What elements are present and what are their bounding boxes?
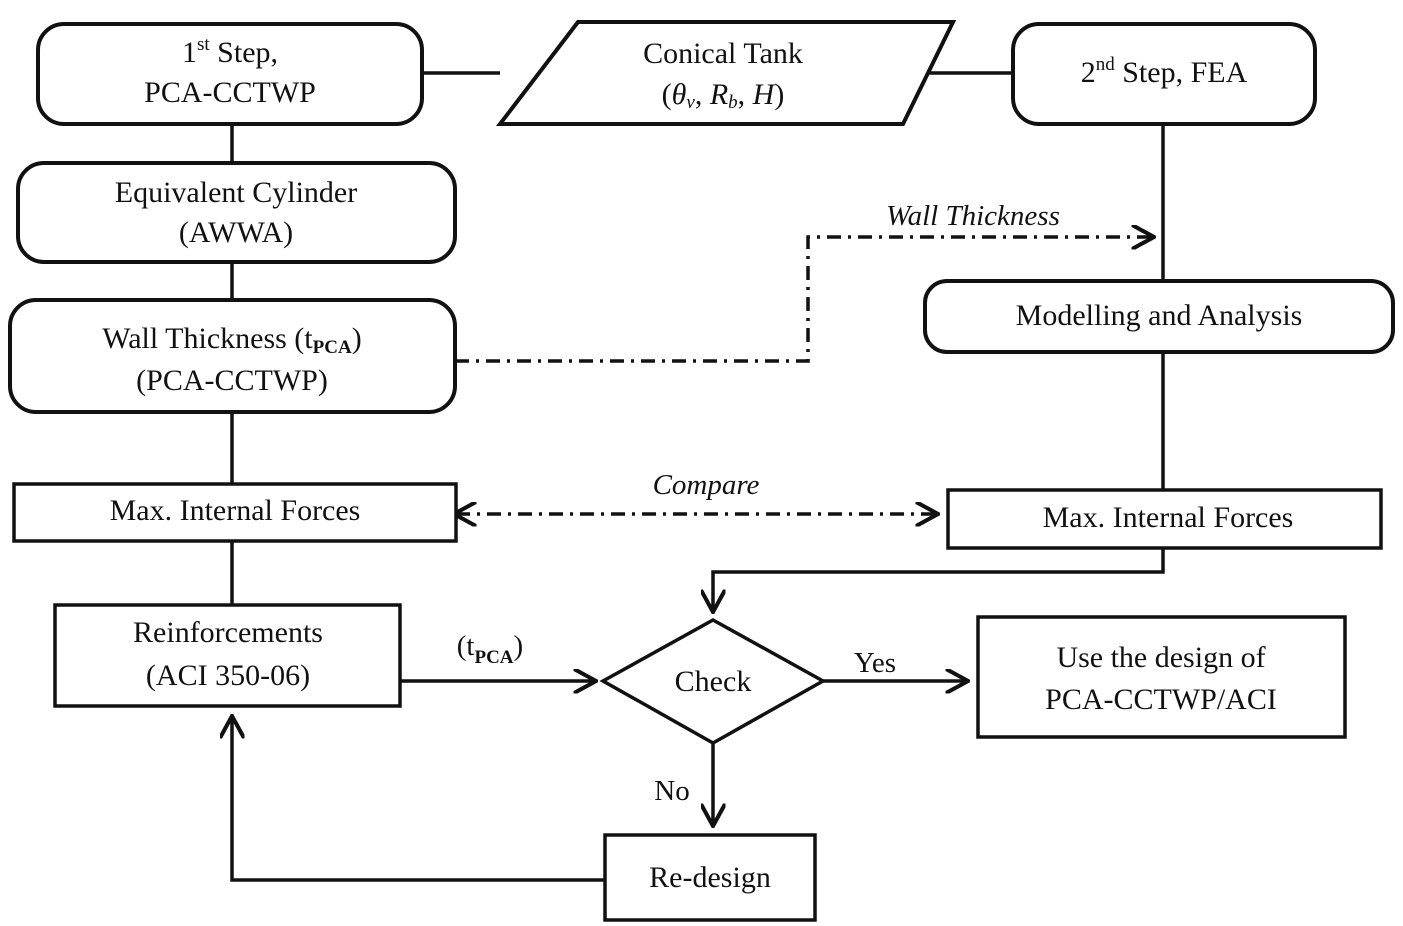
edge-label-compare: Compare (653, 469, 760, 501)
node-redesign-label: Re-design (649, 861, 771, 894)
node-step2-shape (1011, 22, 1317, 126)
connector-max-forces-right-to-check (713, 548, 1165, 610)
node-use-design-shape (976, 615, 1347, 739)
node-reinforcements[interactable]: Reinforcements (ACI 350-06) (53, 603, 402, 708)
node-reinforcements-shape (53, 603, 402, 708)
node-modelling-and-analysis[interactable]: Modelling and Analysis (923, 279, 1395, 354)
edge-label-yes: Yes (854, 647, 896, 679)
node-conical-tank-shape (495, 20, 957, 126)
node-wall-thickness-shape (8, 298, 457, 414)
node-step1[interactable]: 1st Step, PCA-CCTWP (36, 22, 424, 126)
node-equivalent-cylinder-shape (16, 161, 457, 264)
node-redesign-shape (603, 833, 817, 922)
edge-label-wall-thickness-transfer: Wall Thickness (886, 200, 1060, 232)
node-check-decision-shape (599, 617, 827, 746)
node-equivalent-cylinder-line2: (AWWA) (179, 216, 293, 249)
node-max-internal-forces-right-shape (946, 488, 1383, 550)
node-step1-line1: 1st Step, (182, 34, 278, 69)
node-use-design[interactable]: Use the design of PCA-CCTWP/ACI (976, 615, 1347, 739)
node-max-internal-forces-right[interactable]: Max. Internal Forces (946, 488, 1383, 550)
node-conical-tank-line1: Conical Tank (643, 37, 803, 70)
node-use-design-line2: PCA-CCTWP/ACI (1045, 683, 1277, 716)
node-max-internal-forces-right-label: Max. Internal Forces (1043, 501, 1294, 534)
node-max-internal-forces-left-label: Max. Internal Forces (110, 494, 361, 527)
node-conical-tank-line2: (θv, Rb, H) (662, 78, 785, 113)
node-modelling-and-analysis-shape (923, 279, 1395, 354)
connector-wall-thickness-transfer (455, 237, 1152, 363)
node-check-decision[interactable]: Check (599, 617, 827, 746)
connector-redesign-to-reinforcements (232, 718, 605, 882)
node-step1-shape (36, 22, 424, 126)
node-step2-line1: 2nd Step, FEA (1081, 54, 1248, 89)
node-wall-thickness-line2: (PCA-CCTWP) (136, 364, 328, 397)
node-equivalent-cylinder[interactable]: Equivalent Cylinder (AWWA) (16, 161, 457, 264)
edge-label-t-pca: (tPCA) (457, 630, 523, 668)
node-wall-thickness[interactable]: Wall Thickness (tPCA) (PCA-CCTWP) (8, 298, 457, 414)
node-step1-line2: PCA-CCTWP (144, 76, 316, 109)
node-wall-thickness-line1: Wall Thickness (tPCA) (102, 322, 361, 358)
node-max-internal-forces-left-shape (12, 482, 458, 543)
node-max-internal-forces-left[interactable]: Max. Internal Forces (12, 482, 458, 543)
node-reinforcements-line2: (ACI 350-06) (146, 659, 310, 692)
node-use-design-line1: Use the design of (1056, 641, 1265, 674)
node-redesign[interactable]: Re-design (603, 833, 817, 922)
edge-label-no: No (654, 775, 689, 807)
node-equivalent-cylinder-line1: Equivalent Cylinder (115, 176, 357, 209)
node-check-decision-label: Check (675, 665, 752, 698)
node-step2[interactable]: 2nd Step, FEA (1011, 22, 1317, 126)
node-reinforcements-line1: Reinforcements (133, 616, 323, 649)
node-conical-tank[interactable]: Conical Tank (θv, Rb, H) (495, 20, 957, 126)
node-modelling-and-analysis-line1: Modelling and Analysis (1016, 299, 1303, 332)
